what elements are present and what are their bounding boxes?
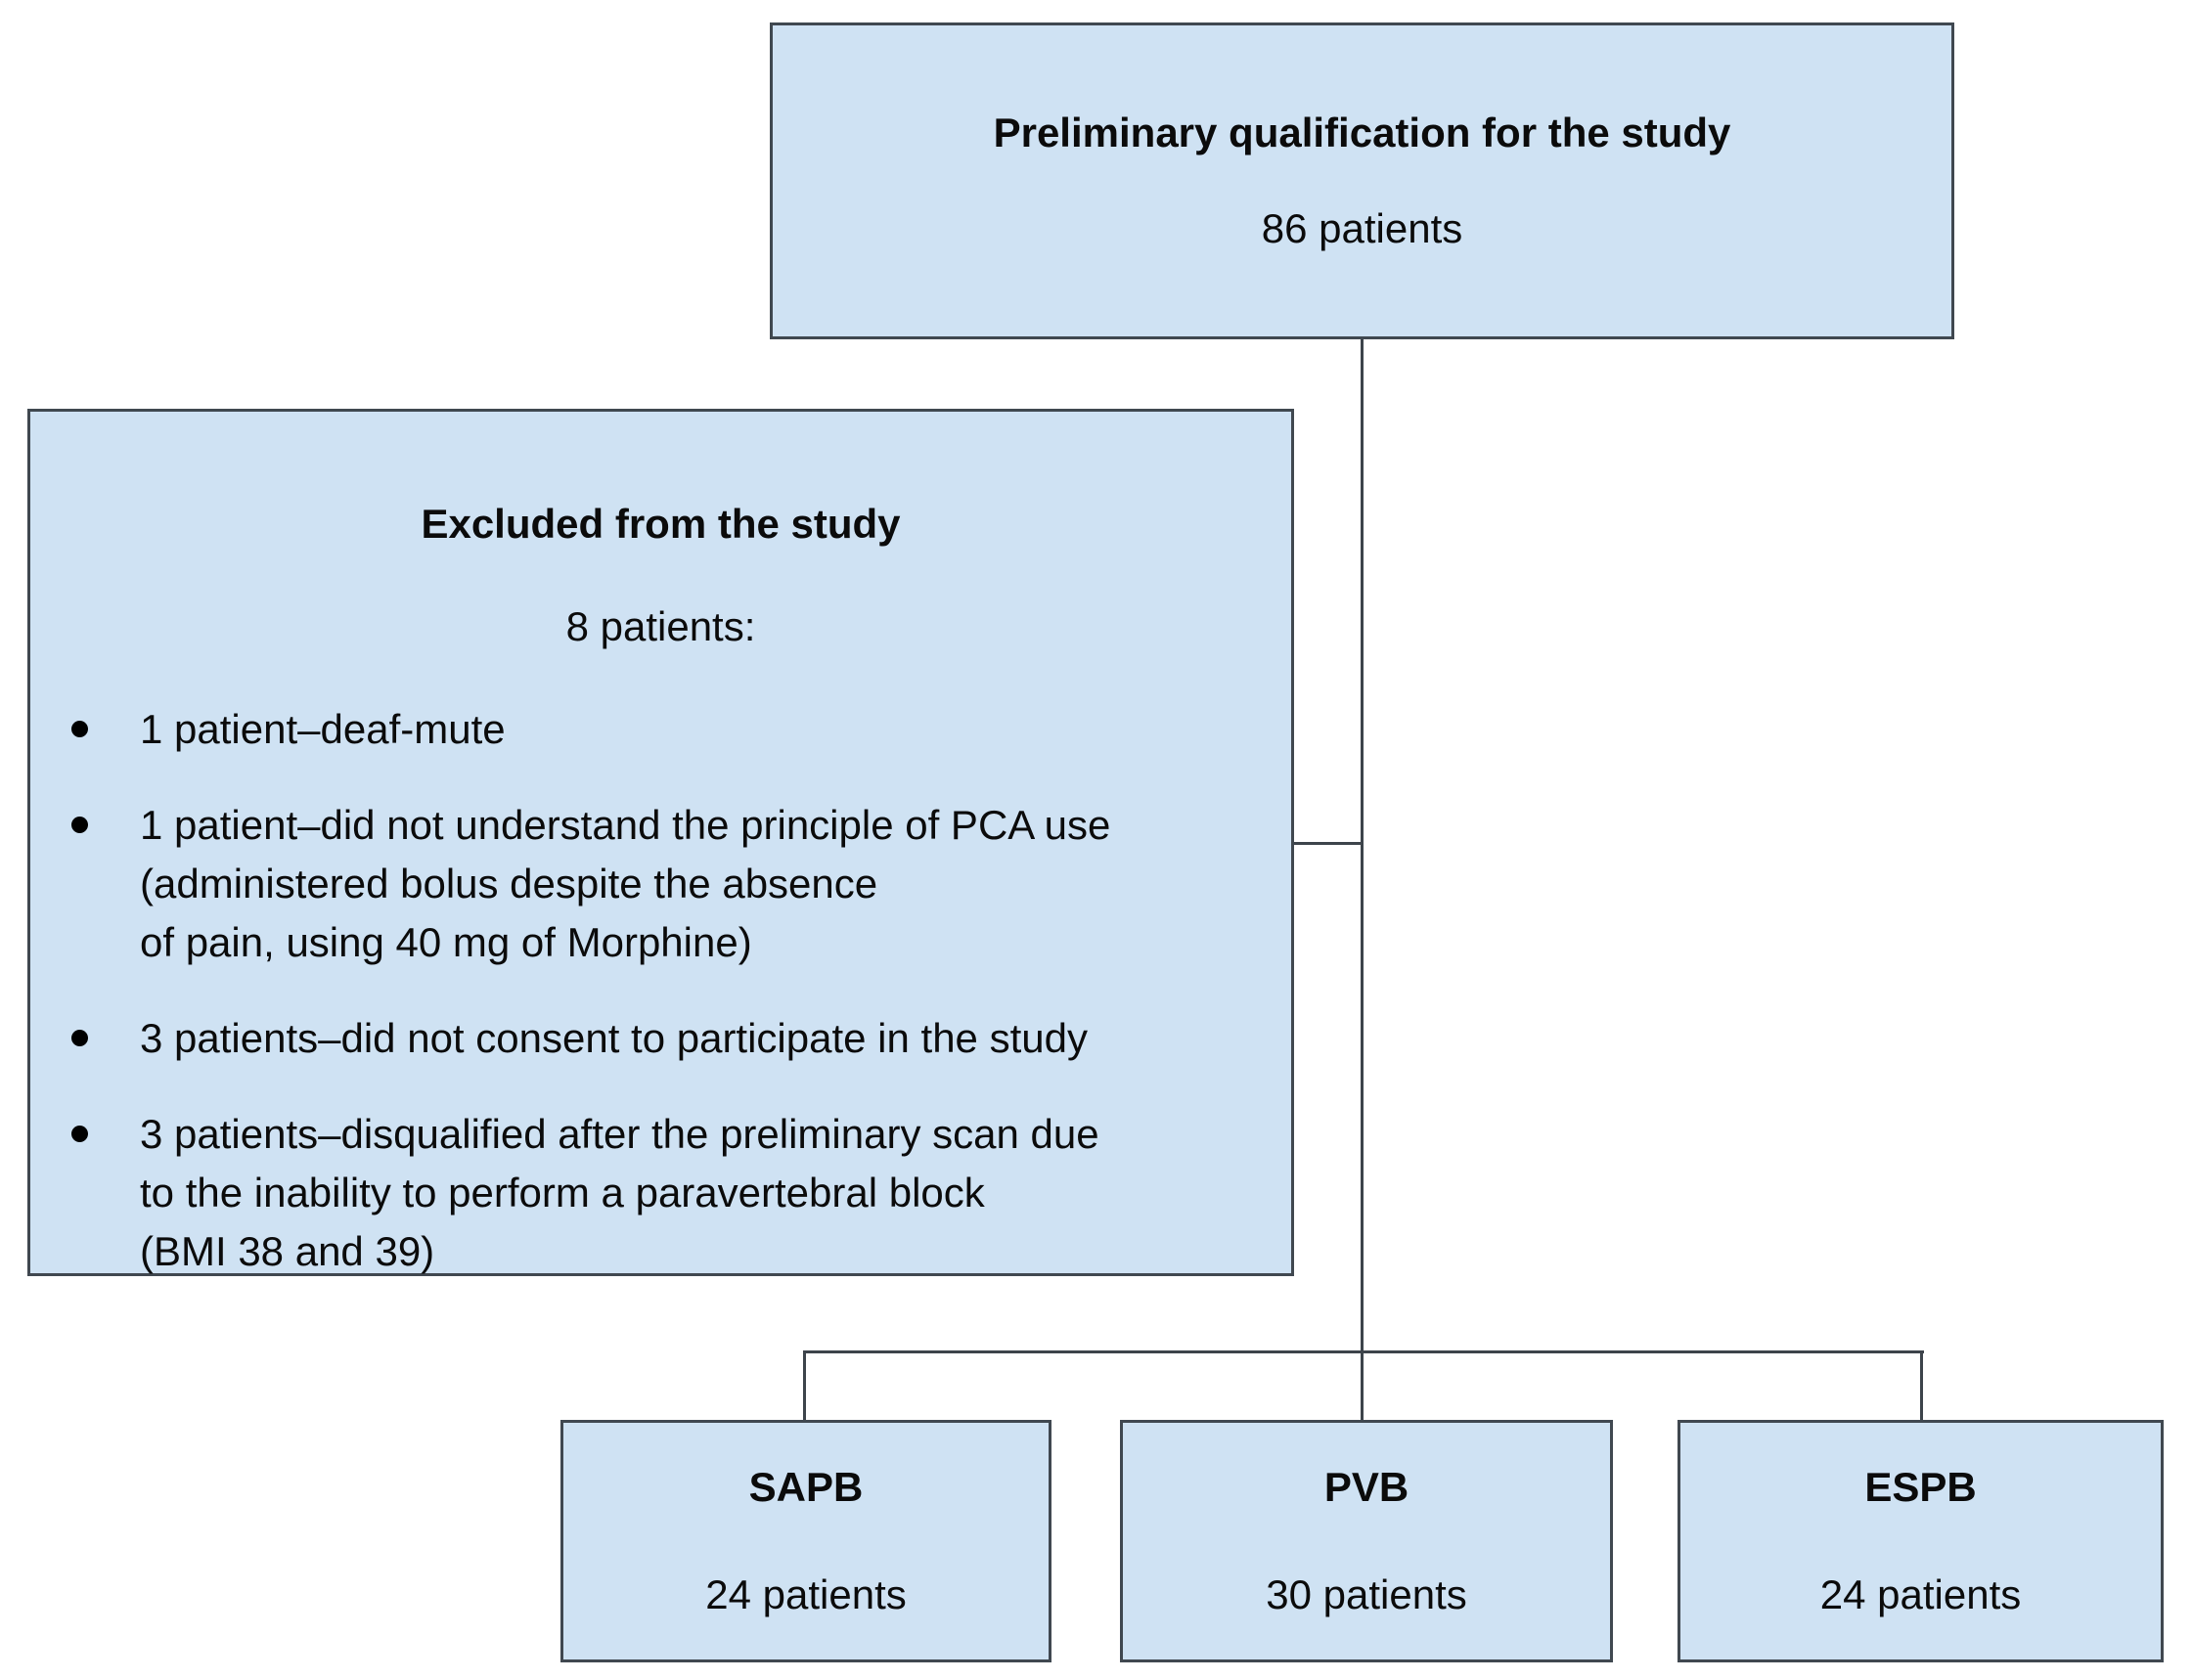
bullet-line: (administered bolus despite the absence <box>140 861 878 906</box>
excluded-box-title: Excluded from the study <box>421 501 901 547</box>
bullet-icon <box>71 817 88 833</box>
excluded-bullet-pca: 1 patient–did not understand the princip… <box>60 796 1262 972</box>
excluded-box: Excluded from the study 8 patients: 1 pa… <box>27 409 1294 1276</box>
excluded-bullet-disqualified: 3 patients–disqualified after the prelim… <box>60 1105 1262 1281</box>
excluded-box-count: 8 patients: <box>565 603 756 649</box>
group-box-pvb: PVB 30 patients <box>1120 1420 1613 1662</box>
group-box-espb: ESPB 24 patients <box>1678 1420 2164 1662</box>
excluded-bullet-no-consent: 3 patients–did not consent to participat… <box>60 1009 1262 1068</box>
bullet-icon <box>71 1030 88 1046</box>
group-box-sapb: SAPB 24 patients <box>560 1420 1051 1662</box>
group-espb-count: 24 patients <box>1819 1571 2022 1617</box>
connector-excluded-horizontal <box>1292 842 1363 845</box>
group-sapb-title: SAPB <box>748 1464 864 1510</box>
bullet-line: (BMI 38 and 39) <box>140 1228 435 1274</box>
connector-branch-horizontal <box>803 1350 1924 1353</box>
preliminary-box-count: 86 patients <box>1261 205 1463 251</box>
bullet-line: 3 patients–did not consent to participat… <box>140 1015 1088 1061</box>
connector-branch-right-vertical <box>1920 1350 1923 1420</box>
group-sapb-count: 24 patients <box>705 1571 907 1617</box>
connector-main-vertical <box>1361 337 1364 1420</box>
bullet-line: to the inability to perform a paraverteb… <box>140 1170 985 1216</box>
group-espb-title: ESPB <box>1864 1464 1977 1510</box>
bullet-icon <box>71 721 88 737</box>
connector-branch-left-vertical <box>803 1350 806 1420</box>
bullet-line: 1 patient–did not understand the princip… <box>140 802 1111 848</box>
group-pvb-title: PVB <box>1323 1464 1409 1510</box>
excluded-bullet-deaf-mute: 1 patient–deaf-mute <box>60 700 1262 759</box>
preliminary-qualification-box: Preliminary qualification for the study … <box>770 22 1954 339</box>
bullet-line: 3 patients–disqualified after the prelim… <box>140 1111 1099 1157</box>
bullet-line: 1 patient–deaf-mute <box>140 706 506 752</box>
bullet-line: of pain, using 40 mg of Morphine) <box>140 919 752 965</box>
preliminary-box-title: Preliminary qualification for the study <box>993 110 1731 155</box>
bullet-icon <box>71 1126 88 1142</box>
group-pvb-count: 30 patients <box>1266 1571 1467 1617</box>
